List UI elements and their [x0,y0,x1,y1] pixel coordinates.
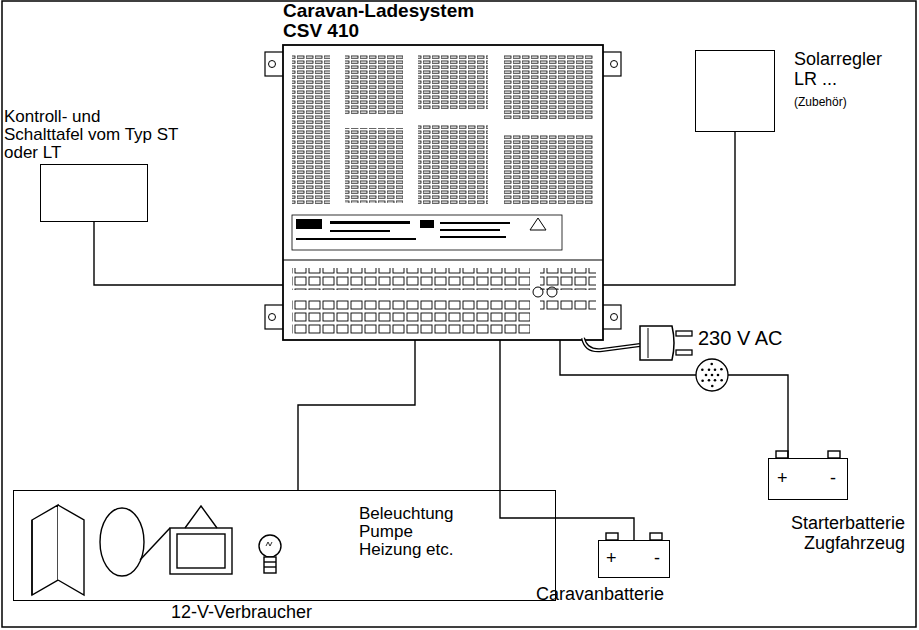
wire-connector [500,340,634,540]
socket-symbol [696,359,728,391]
node-label: 12-V-Verbraucher [171,602,312,622]
node-label: + [777,468,788,488]
wire-connector [94,222,283,285]
node-label: Starterbatterie Zugfahrzeug [791,513,905,553]
wire-connector [560,340,788,458]
node-label: Solarregler LR ... [794,49,906,89]
starter-battery: +-Starterbatterie Zugfahrzeug [768,458,848,500]
node-label: Beleuchtung Pumpe Heizung etc. [359,505,454,559]
node-label: - [830,468,836,488]
voltage-label: 230 V AC [698,327,783,349]
wire-connector [603,132,735,285]
node-label: + [606,548,617,568]
consumer-box: Beleuchtung Pumpe Heizung etc.12-V-Verbr… [13,490,556,601]
node-label: Caravan-Ladesystem CSV 410 [283,1,488,41]
control-panel-box: Kontroll- und Schalttafel vom Typ ST ode… [40,164,148,222]
charger-unit: Caravan-Ladesystem CSV 410 [283,45,603,340]
consumer-icons [32,505,281,595]
caravan-battery: +-Caravanbatterie [598,540,670,578]
wire-connector [298,340,415,490]
node-label: Caravanbatterie [536,584,664,604]
solar-regulator-box: Solarregler LR ...(Zubehör) [695,50,775,132]
node-label: (Zubehör) [794,95,847,109]
mains-plug [583,326,692,360]
node-label: Kontroll- und Schalttafel vom Typ ST ode… [4,108,184,162]
node-label: - [654,548,660,568]
charger-housing [265,45,621,340]
